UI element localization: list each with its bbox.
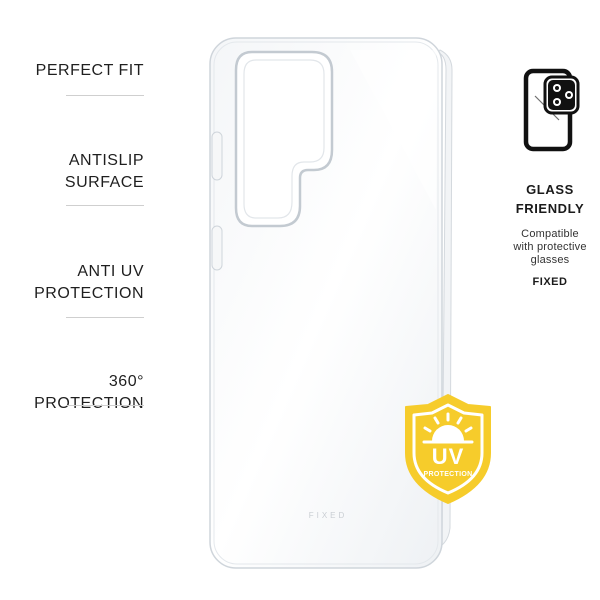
feature-perfect-fit: PERFECT FIT	[36, 60, 144, 82]
uv-badge-sublabel: PROTECTION	[423, 471, 473, 478]
feature-anti-uv-protection: ANTI UV PROTECTION	[34, 261, 144, 305]
glass-friendly-description: Compatible with protective glasses	[500, 228, 600, 267]
feature-label-line-2: PROTECTION	[34, 285, 144, 302]
feature-label: PERFECT FIT	[35, 62, 144, 79]
case-brand-mark: FIXED	[309, 511, 348, 520]
sun-shield-icon	[405, 394, 491, 504]
feature-label-line-2: SURFACE	[64, 174, 144, 191]
feature-divider	[66, 405, 144, 406]
feature-label: 360° PROTECTION	[34, 373, 144, 412]
feature-divider	[66, 205, 144, 206]
feature-divider	[66, 95, 144, 96]
clear-phone-case-image: FIXED	[209, 37, 453, 569]
feature-label-line-1: ANTI UV	[77, 263, 144, 280]
feature-label-line-1: ANTISLIP	[68, 152, 144, 169]
tempered-glass-phone-icon	[523, 68, 580, 152]
uv-badge-label: UV	[431, 444, 465, 469]
feature-divider	[66, 317, 144, 318]
glass-title-line-1: GLASS	[526, 182, 574, 197]
glass-friendly-title: GLASS FRIENDLY	[500, 180, 600, 218]
glass-desc-line-3: glasses	[530, 254, 570, 266]
glass-desc-line-2: with protective	[513, 241, 587, 253]
feature-antislip-surface: ANTISLIP SURFACE	[65, 150, 144, 194]
glass-friendly-brand: FIXED	[532, 276, 568, 288]
glass-title-line-2: FRIENDLY	[515, 201, 585, 216]
feature-360-protection: 360° PROTECTION	[0, 371, 144, 415]
glass-desc-line-1: Compatible	[521, 228, 579, 240]
